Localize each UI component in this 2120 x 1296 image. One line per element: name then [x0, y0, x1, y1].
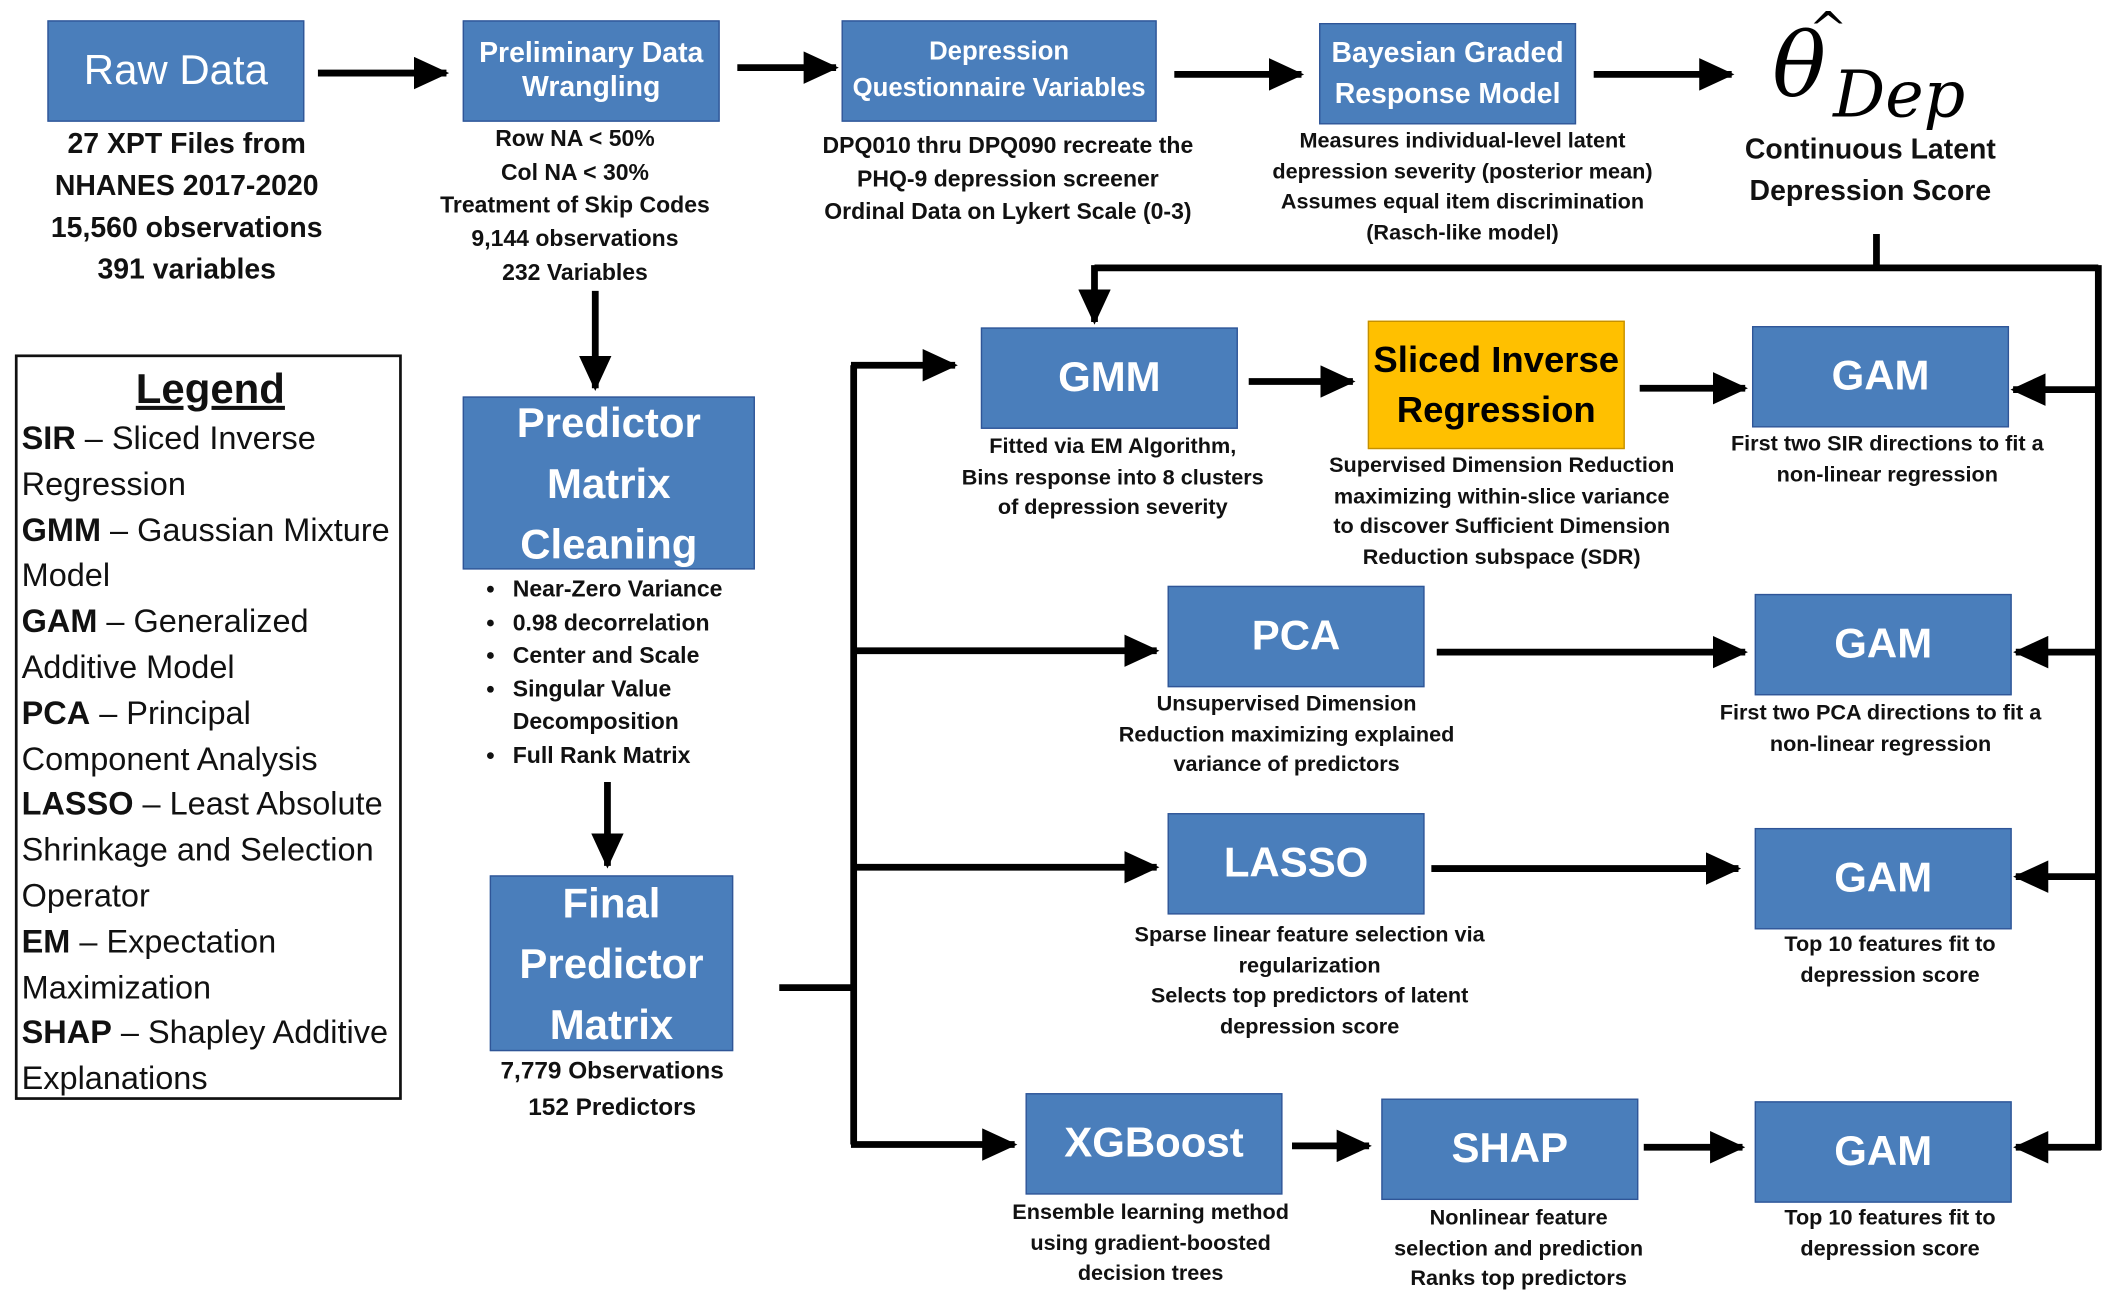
final-predictor-matrix-caption: 7,779 Observations 152 Predictors	[500, 1056, 724, 1121]
gam-pca-box[interactable]: GAM	[1754, 593, 2012, 696]
gam-lasso-caption: Top 10 features fit to depression score	[1784, 933, 1996, 988]
lasso-caption: Sparse linear feature selection via regu…	[1134, 924, 1485, 1040]
sir-box[interactable]: Sliced Inverse Regression	[1367, 320, 1625, 450]
shap-caption: Nonlinear feature selection and predicti…	[1394, 1206, 1644, 1292]
depression-variables-caption: DPQ010 thru DPQ090 recreate the PHQ-9 de…	[822, 132, 1194, 226]
gam-shap-label: GAM	[1834, 1127, 1933, 1175]
pca-caption: Unsupervised Dimension Reduction maximiz…	[1118, 692, 1455, 778]
shap-box[interactable]: SHAP	[1381, 1098, 1639, 1201]
theta-hat-glyph: ^	[1808, 2, 1848, 57]
lasso-label: LASSO	[1223, 839, 1369, 887]
legend-definition: – Shapley Additive Explanations	[21, 1015, 389, 1098]
legend-abbr: PCA	[21, 695, 91, 732]
preliminary-wrangling-label: Preliminary Data Wrangling	[479, 37, 704, 103]
gam-lasso-label: GAM	[1834, 853, 1933, 902]
raw-data-label: Raw Data	[83, 46, 268, 94]
predictor-cleaning-label: Predictor Matrix Cleaning	[516, 398, 701, 568]
legend-definition: – Generalized Additive Model	[21, 603, 309, 686]
legend-entry: GAM – Generalized Additive Model	[22, 600, 399, 691]
cleaning-step: Singular Value Decomposition	[510, 673, 716, 740]
gam-shap-caption: Top 10 features fit to depression score	[1784, 1206, 1996, 1261]
legend-entry: SIR – Sliced Inverse Regression	[22, 417, 399, 508]
gam-shap-box[interactable]: GAM	[1754, 1101, 2012, 1203]
legend-definition: – Least Absolute Shrinkage and Selection…	[21, 786, 383, 915]
gam-pca-caption: First two PCA directions to fit a non-li…	[1719, 702, 2042, 756]
legend-definition: – Gaussian Mixture Model	[21, 512, 390, 595]
cleaning-step: 0.98 decorrelation	[510, 607, 722, 640]
theta-caption: Continuous Latent Depression Score	[1744, 133, 1996, 207]
legend-entry: LASSO – Least Absolute Shrinkage and Sel…	[22, 782, 399, 919]
predictor-cleaning-box[interactable]: Predictor Matrix Cleaning	[462, 396, 755, 570]
xgboost-caption: Ensemble learning method using gradient-…	[1012, 1201, 1289, 1286]
legend-abbr: GMM	[21, 512, 102, 549]
xgboost-label: XGBoost	[1064, 1119, 1244, 1167]
pca-box[interactable]: PCA	[1167, 585, 1425, 688]
gam-sir-label: GAM	[1831, 352, 1930, 400]
sir-label: Sliced Inverse Regression	[1373, 338, 1620, 430]
legend-abbr: LASSO	[21, 786, 134, 824]
theta-dep-symbol: ^ θ Dep	[1772, 2, 2002, 134]
legend-title: Legend	[135, 365, 285, 413]
preliminary-wrangling-box[interactable]: Preliminary Data Wrangling	[462, 20, 720, 122]
legend-definition: – Expectation Maximization	[21, 923, 277, 1006]
gmm-box[interactable]: GMM	[980, 327, 1238, 429]
cleaning-step: Full Rank Matrix	[510, 740, 722, 773]
raw-data-box[interactable]: Raw Data	[47, 20, 305, 122]
legend-abbr: SIR	[21, 420, 76, 458]
legend-entry: SHAP – Shapley Additive Explanations	[22, 1011, 399, 1102]
theta-subscript: Dep	[1833, 56, 1966, 133]
lasso-box[interactable]: LASSO	[1167, 813, 1425, 915]
bayesian-grm-label: Bayesian Graded Response Model	[1331, 37, 1564, 109]
gam-lasso-box[interactable]: GAM	[1754, 827, 2012, 930]
theta-glyph: θ	[1772, 13, 1827, 118]
xgboost-box[interactable]: XGBoost	[1025, 1093, 1283, 1195]
legend-definition: – Principal Component Analysis	[21, 695, 318, 778]
legend-definition: – Sliced Inverse Regression	[21, 420, 316, 504]
legend-panel: Legend SIR – Sliced Inverse Regression G…	[14, 354, 402, 1102]
predictor-cleaning-bullets: Near-Zero Variance 0.98 decorrelation Ce…	[480, 574, 723, 774]
final-predictor-matrix-box[interactable]: Final Predictor Matrix	[489, 875, 734, 1052]
depression-variables-label: Depression Questionnaire Variables	[852, 38, 1146, 103]
legend-abbr: EM	[21, 923, 71, 961]
raw-data-caption: 27 XPT Files from NHANES 2017-2020 15,56…	[50, 128, 323, 286]
cleaning-step: Center and Scale	[510, 640, 722, 673]
bayesian-grm-box[interactable]: Bayesian Graded Response Model	[1319, 22, 1577, 125]
bayesian-grm-caption: Measures individual-level latent depress…	[1272, 129, 1653, 246]
gmm-label: GMM	[1058, 353, 1161, 401]
gam-sir-caption: First two SIR directions to fit a non-li…	[1730, 432, 2044, 487]
sir-caption: Supervised Dimension Reduction maximizin…	[1329, 454, 1675, 570]
legend-entry: EM – Expectation Maximization	[22, 920, 399, 1011]
preliminary-wrangling-caption: Row NA < 50% Col NA < 30% Treatment of S…	[440, 125, 710, 286]
shap-label: SHAP	[1451, 1124, 1569, 1172]
final-predictor-matrix-label: Final Predictor Matrix	[519, 878, 704, 1048]
gmm-caption: Fitted via EM Algorithm, Bins response i…	[961, 435, 1264, 521]
cleaning-step: Near-Zero Variance	[510, 574, 723, 607]
legend-entry: GMM – Gaussian Mixture Model	[22, 508, 399, 599]
pca-label: PCA	[1251, 611, 1341, 660]
gam-pca-label: GAM	[1834, 619, 1933, 668]
legend-entry: PCA – Principal Component Analysis	[22, 691, 399, 782]
legend-abbr: SHAP	[21, 1015, 112, 1052]
gam-sir-box[interactable]: GAM	[1751, 326, 2010, 428]
legend-abbr: GAM	[21, 603, 98, 641]
depression-variables-box[interactable]: Depression Questionnaire Variables	[841, 20, 1157, 122]
